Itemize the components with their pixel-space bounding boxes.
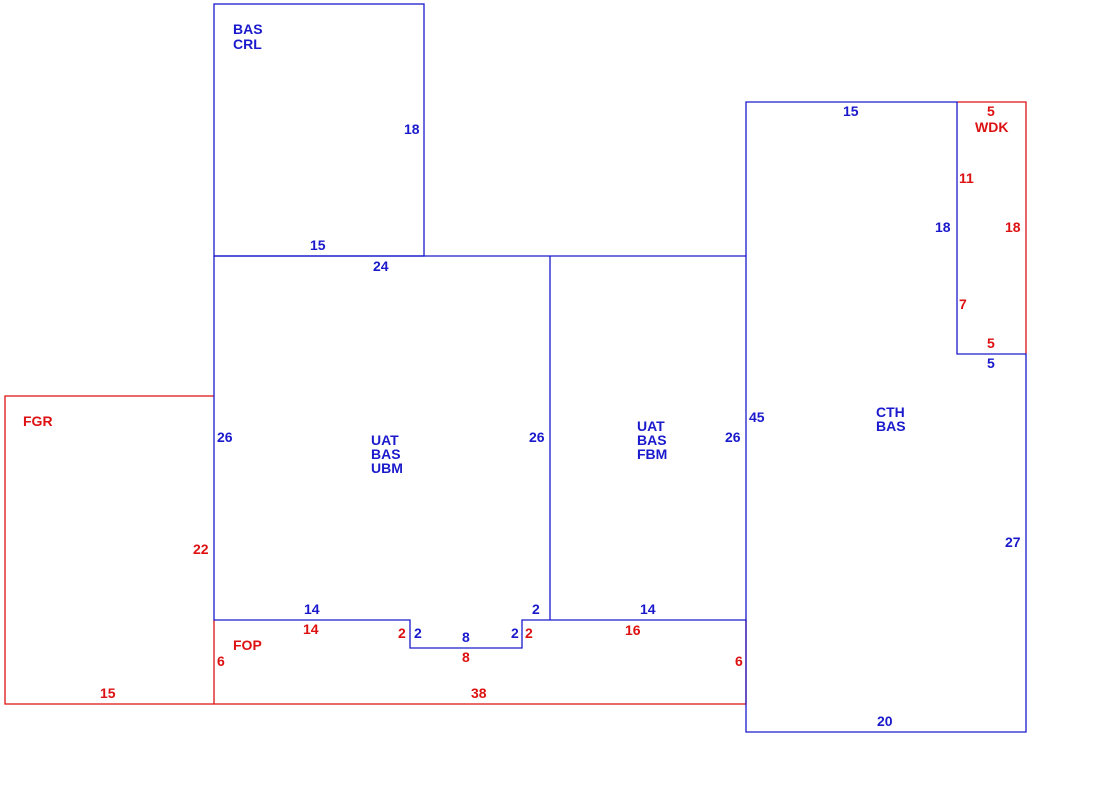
fop-notch-right-dim: 2 (525, 625, 533, 641)
fop-right-dim: 6 (735, 653, 743, 669)
fop-notch-bottom-dim: 8 (462, 649, 470, 665)
fgr-bottom-dim: 15 (100, 685, 116, 701)
fgr-right-dim: 22 (193, 541, 209, 557)
area-labels: BAS CRL UAT BAS UBM UAT BAS FBM CTH BAS (233, 21, 906, 476)
wdk-upper-left-dim: 11 (959, 170, 974, 186)
cth-bottom-dim: 20 (877, 713, 893, 729)
crl-right-dim: 18 (404, 121, 420, 137)
fop-notch-left-dim: 2 (398, 625, 406, 641)
cth-left-dim: 45 (749, 409, 765, 425)
ubm-top-dim: 24 (373, 258, 389, 274)
ubm-code-1: UAT (371, 432, 399, 448)
red-dimensions: 5 11 18 7 5 22 15 14 2 8 2 16 6 6 38 (100, 103, 1021, 701)
ubm-right-dim: 26 (529, 429, 545, 445)
area-labels-red: WDK FGR FOP (23, 119, 1008, 653)
ubm-left-dim: 26 (217, 429, 233, 445)
fgr-code: FGR (23, 413, 53, 429)
garage-outline (4, 395, 214, 705)
cth-right-dim: 27 (1005, 534, 1021, 550)
fop-top-right-dim: 16 (625, 622, 641, 638)
cth-code-1: CTH (876, 404, 905, 420)
deck-outline (957, 101, 1027, 354)
fbm-code-2: BAS (637, 432, 667, 448)
fop-left-dim: 6 (217, 653, 225, 669)
ubm-notch-left-dim: 2 (414, 625, 422, 641)
fop-bottom-dim: 38 (471, 685, 487, 701)
ubm-notch-right-dim: 2 (511, 625, 519, 641)
ubm-code-2: BAS (371, 446, 401, 462)
carriage-outline (745, 101, 1027, 733)
wdk-bottom-dim: 5 (987, 335, 995, 351)
red-outlines (4, 101, 1027, 705)
wdk-code: WDK (975, 119, 1008, 135)
ubm-notch-bottom-dim: 8 (462, 629, 470, 645)
ubm-code-3: UBM (371, 460, 403, 476)
fbm-code-1: UAT (637, 418, 665, 434)
wdk-top-dim: 5 (987, 103, 995, 119)
wdk-lower-left-dim: 7 (959, 296, 967, 312)
crl-code-2: CRL (233, 36, 262, 52)
cth-step-dim: 5 (987, 355, 995, 371)
fbm-bottom-dim: 14 (640, 601, 656, 617)
cth-inner-left-dim: 18 (935, 219, 951, 235)
cth-code-2: BAS (876, 418, 906, 434)
crl-code-1: BAS (233, 21, 263, 37)
fbm-right-dim: 26 (725, 429, 741, 445)
blue-dimensions: 18 15 24 26 26 14 2 8 2 2 26 14 15 18 5 … (217, 103, 1021, 729)
wdk-right-dim: 18 (1005, 219, 1021, 235)
cth-top-dim: 15 (843, 103, 859, 119)
blue-outlines (213, 3, 1027, 733)
fop-code: FOP (233, 637, 262, 653)
crl-bottom-dim: 15 (310, 237, 326, 253)
ubm-right-step-dim: 2 (532, 601, 540, 617)
main-block-outline (213, 255, 747, 649)
ubm-bottom-left-dim: 14 (304, 601, 320, 617)
fop-top-left-dim: 14 (303, 621, 319, 637)
fbm-code-3: FBM (637, 446, 667, 462)
